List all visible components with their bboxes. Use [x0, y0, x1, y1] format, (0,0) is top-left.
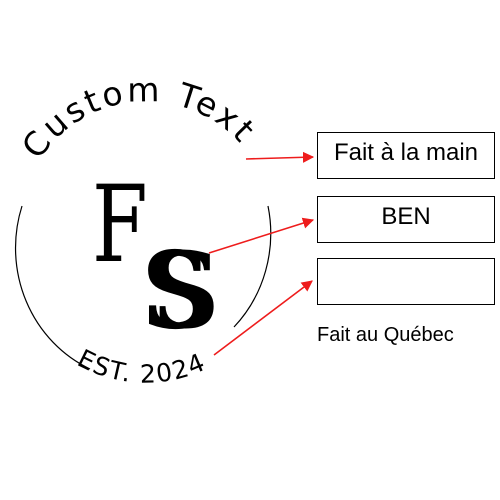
emblem-left-arc — [14, 205, 91, 370]
custom-text-field-1[interactable]: Fait à la main — [317, 132, 495, 179]
emblem-top-text-path: Custom Text — [14, 70, 262, 165]
callout-arrow-1 — [245, 151, 315, 163]
callout-arrow-2 — [208, 217, 315, 254]
monogram-second-letter: S — [150, 230, 221, 352]
monogram-second-letter-shadow: S — [140, 230, 211, 352]
callout-arrow-3 — [213, 280, 313, 356]
custom-text-field-3[interactable] — [317, 258, 495, 305]
monogram-first-letter: F — [92, 164, 148, 287]
emblem-right-arc — [233, 205, 272, 328]
origin-note: Fait au Québec — [317, 324, 454, 346]
emblem-top-text: Custom Text — [14, 70, 265, 165]
custom-text-field-2[interactable]: BEN — [317, 196, 495, 243]
